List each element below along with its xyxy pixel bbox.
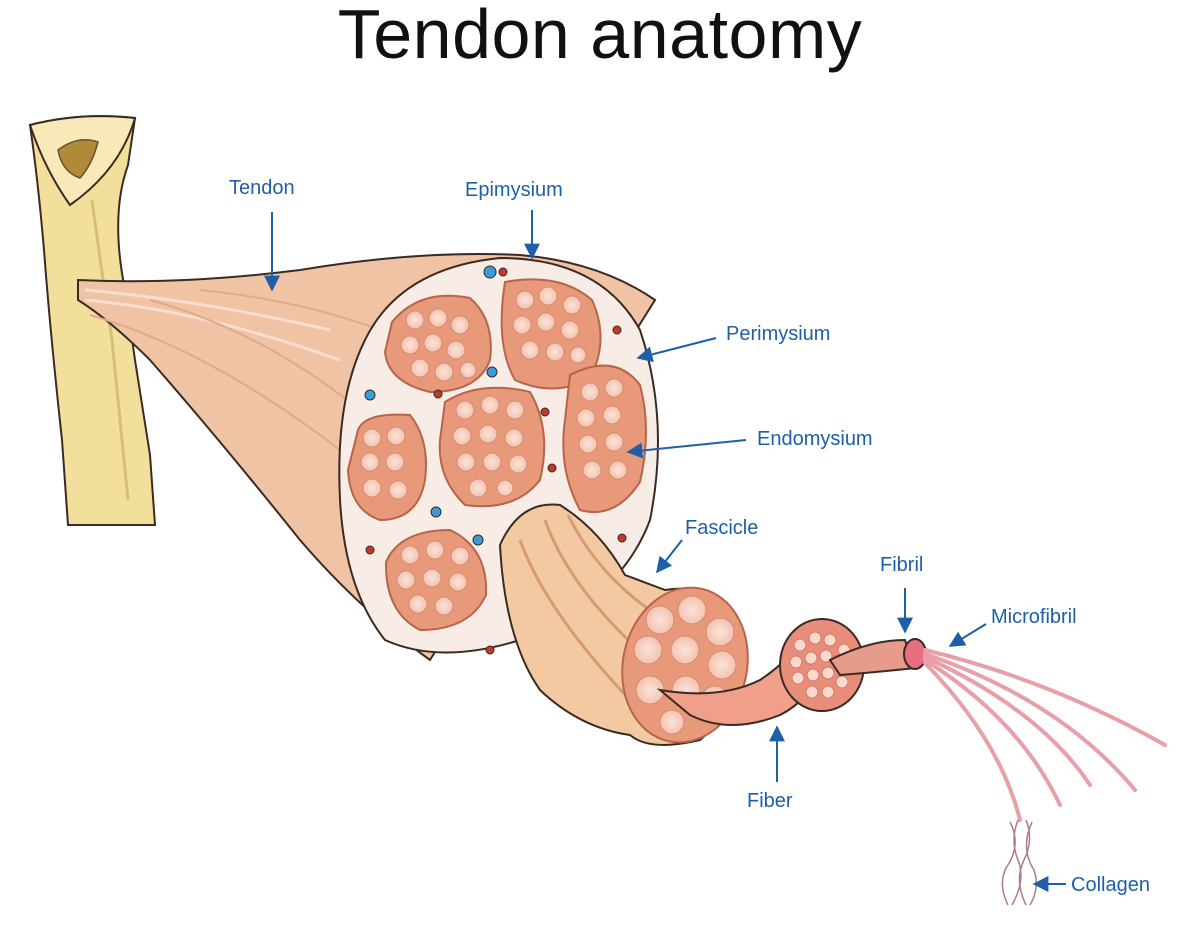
fibril <box>828 638 927 677</box>
collagen-strands <box>1001 819 1037 906</box>
label-fibril: Fibril <box>880 554 924 576</box>
label-collagen: Collagen <box>1071 874 1150 896</box>
arrow-endomysium <box>626 439 747 459</box>
blood-vessels <box>364 265 627 655</box>
label-endomysium: Endomysium <box>757 428 873 450</box>
label-epimysium: Epimysium <box>465 179 563 201</box>
page-title: Tendon anatomy <box>337 0 863 73</box>
label-fiber: Fiber <box>747 790 793 812</box>
label-tendon: Tendon <box>229 177 295 199</box>
label-microfibril: Microfibril <box>991 606 1077 628</box>
label-arrows <box>264 210 1066 892</box>
label-perimysium: Perimysium <box>726 323 831 345</box>
label-fascicle: Fascicle <box>685 517 759 539</box>
bone <box>28 115 157 526</box>
arrow-fascicle <box>656 539 683 574</box>
fiber-dots <box>360 286 628 616</box>
microfibrils <box>923 648 1167 822</box>
arrow-perimysium <box>636 337 717 363</box>
arrow-microfibril <box>948 623 987 647</box>
